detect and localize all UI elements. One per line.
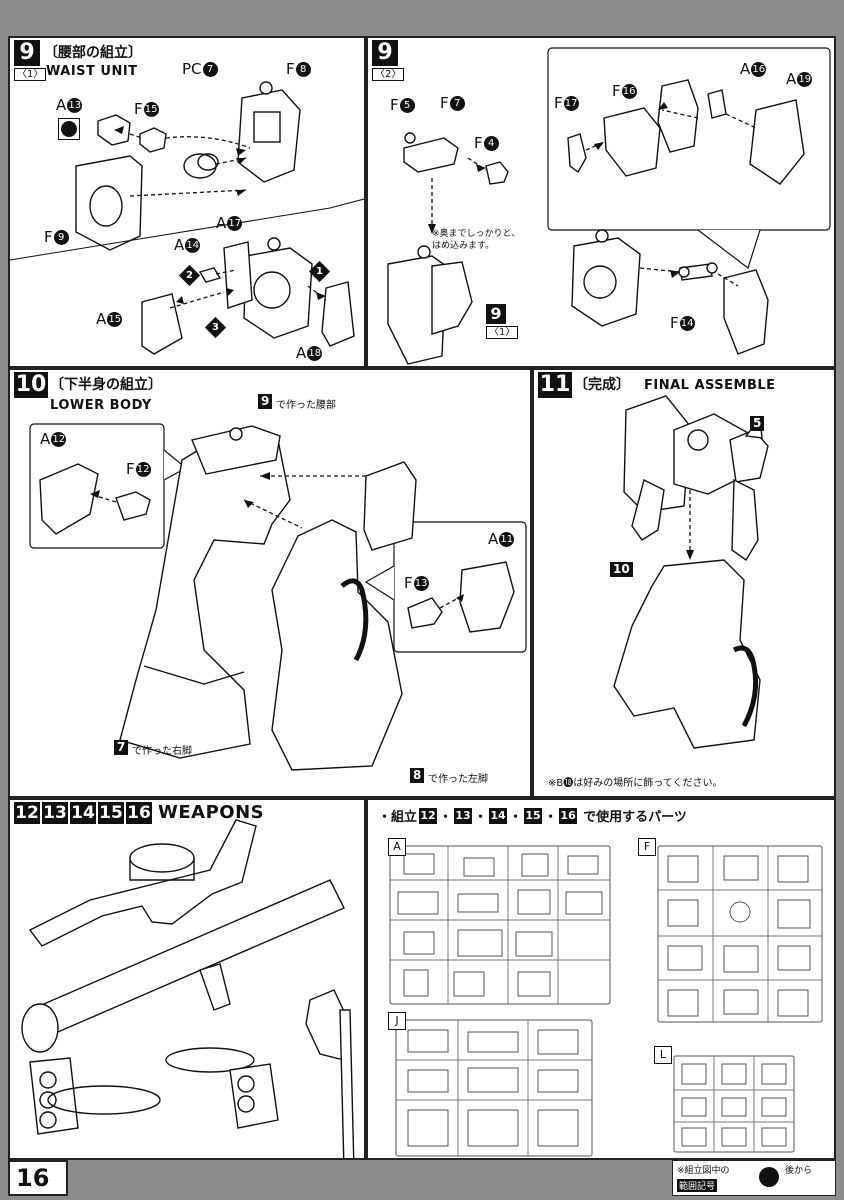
ref-upper-body-number: 5	[750, 416, 765, 431]
step11-number: 11	[538, 372, 572, 398]
page-number: 16	[8, 1160, 68, 1196]
lower-body-illustration	[29, 423, 527, 771]
legend-box: ※組立図中の 範囲記号 後から	[672, 1160, 836, 1196]
parts-title-suffix: で使用するパーツ	[583, 810, 687, 825]
runner-j-label: J	[388, 1012, 406, 1030]
weapons-step-16: 16	[126, 802, 152, 824]
press-fit-note: ※奥までしっかりと、 はめ込みます。	[432, 229, 521, 251]
page-number-text: 16	[16, 1164, 50, 1192]
parts-title: ・組立 12 ・ 13 ・ 14 ・ 15 ・ 16 で使用するパーツ	[378, 806, 687, 825]
runner-l-label: L	[654, 1046, 672, 1064]
legend-text-3: 後から	[785, 1166, 813, 1176]
step9-number: 9	[14, 40, 40, 66]
dot-sep: ・	[439, 810, 453, 825]
ref-right-leg-number: 7	[114, 740, 129, 755]
weapons-step-13: 13	[42, 802, 68, 824]
ref-right-leg-text: で作った右脚	[132, 746, 192, 757]
order-step-2: 2	[178, 264, 201, 287]
ref-left-leg-text: で作った左脚	[428, 774, 488, 785]
order-step-1: 1	[308, 260, 331, 283]
step11-title-jp: 〔完成〕	[574, 377, 630, 393]
step11-title-en: FINAL ASSEMBLE	[644, 378, 776, 393]
circle-mark-icon	[759, 1167, 779, 1187]
parts-step-14: 14	[489, 807, 508, 824]
parts-step-15: 15	[524, 807, 543, 824]
weapons-title: WEAPONS	[158, 802, 265, 823]
ref-step9-number: 9	[486, 304, 506, 324]
ref-left-leg-number: 8	[410, 768, 425, 783]
order-step-3: 3	[204, 316, 227, 339]
step9-2-number: 9	[372, 40, 398, 66]
runner-a-label: A	[388, 838, 406, 856]
weapons-panel: 12 13 14 15 16 WEAPONS	[8, 798, 366, 1160]
ref-lower-body-number: 10	[610, 562, 633, 577]
waist-unit-illustration	[10, 81, 364, 355]
runner-diagrams	[389, 845, 823, 1157]
weapons-step-12: 12	[14, 802, 40, 824]
circle-mark-icon	[58, 118, 80, 140]
step11-final-panel: 11 〔完成〕 FINAL ASSEMBLE 5 10 ※B⓲は好みの場所に飾っ…	[532, 368, 836, 798]
weapons-step-numbers: 12 13 14 15 16	[14, 802, 152, 824]
step10-title-jp: 〔下半身の組立〕	[50, 377, 162, 393]
parts-step-13: 13	[454, 807, 473, 824]
step11-display-note: ※B⓲は好みの場所に飾ってください。	[548, 778, 723, 789]
ref-waist-number: 9	[258, 394, 273, 409]
parts-panel: ・組立 12 ・ 13 ・ 14 ・ 15 ・ 16 で使用するパーツ	[366, 798, 836, 1160]
step10-title-en: LOWER BODY	[50, 398, 152, 413]
legend-text-1: ※組立図中の	[677, 1166, 730, 1176]
step9-title-en: WAIST UNIT	[46, 64, 138, 79]
parts-step-12: 12	[419, 807, 438, 824]
step10-number: 10	[14, 372, 48, 398]
final-assembly-illustration	[613, 395, 769, 749]
waist-sub2-illustration	[387, 47, 831, 365]
ref-waist-text: で作った腰部	[276, 400, 336, 411]
legend-text-2: 範囲記号	[677, 1179, 718, 1192]
runner-f-label: F	[638, 838, 656, 856]
parts-title-prefix: ・組立	[378, 810, 418, 825]
weapons-step-15: 15	[98, 802, 124, 824]
step9-title-jp: 〔腰部の組立〕	[44, 45, 142, 61]
ref-step9-sub: 〈1〉	[486, 326, 519, 339]
step9-sub-2: 〈2〉	[372, 68, 405, 81]
weapons-illustration	[21, 819, 355, 1158]
parts-step-16: 16	[559, 807, 578, 824]
step9-sub-1: 〈1〉	[14, 68, 47, 81]
weapons-step-14: 14	[70, 802, 96, 824]
